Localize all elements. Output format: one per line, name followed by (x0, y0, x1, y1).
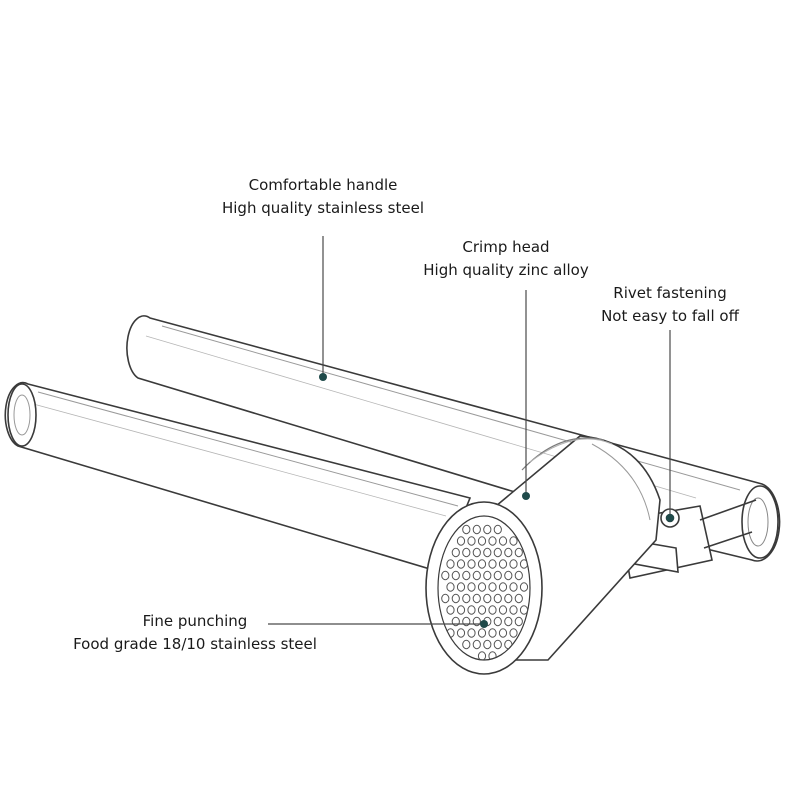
perforation-hole (504, 547, 513, 558)
perforation-hole (467, 559, 476, 569)
perforation-hole (488, 559, 497, 569)
perforation-hole (493, 570, 502, 581)
callout-dot-crimp (522, 492, 530, 500)
perforated-plate (441, 524, 529, 660)
perforation-hole (477, 605, 487, 615)
perforation-hole (483, 524, 492, 535)
perforation-hole (446, 582, 455, 592)
perforation-hole (519, 605, 529, 615)
perforation-hole (462, 547, 471, 558)
perforation-hole (462, 639, 471, 650)
perforation-hole (483, 639, 492, 650)
perforation-hole (446, 605, 455, 615)
perforation-hole (456, 582, 466, 592)
callout-dot-punching (480, 620, 488, 628)
perforation-hole (451, 616, 460, 627)
perforation-hole (451, 570, 460, 581)
perforation-hole (519, 582, 529, 592)
perforation-hole (514, 593, 523, 604)
callout-label-rivet: Rivet fastening Not easy to fall off (588, 282, 752, 328)
perforation-hole (498, 536, 508, 546)
perforation-hole (493, 616, 502, 627)
perforation-hole (477, 651, 487, 660)
leader-lines (268, 236, 671, 625)
perforation-hole (472, 570, 481, 581)
perforation-hole (493, 639, 502, 650)
perforation-hole (462, 616, 471, 627)
perforation-hole (493, 547, 502, 558)
perforation-hole (483, 547, 492, 558)
perforation-hole (504, 570, 513, 581)
perforation-hole (462, 570, 471, 581)
callout-dots (319, 373, 674, 628)
perforation-hole (514, 547, 523, 558)
perforation-hole (483, 593, 492, 604)
perforation-hole (509, 628, 518, 638)
perforation-hole (483, 570, 492, 581)
punching-title: Fine punching (142, 612, 248, 630)
perforation-hole (472, 616, 481, 627)
crimp-head (425, 435, 661, 675)
perforation-hole (488, 536, 497, 546)
perforation-hole (467, 605, 476, 615)
perforation-hole (509, 582, 518, 592)
perforation-hole (488, 628, 497, 638)
perforation-hole (456, 605, 466, 615)
perforation-hole (451, 593, 460, 604)
punching-detail: Food grade 18/10 stainless steel (73, 635, 317, 653)
rivet-detail: Not easy to fall off (601, 307, 739, 325)
handle-title: Comfortable handle (248, 176, 398, 194)
perforation-hole (493, 593, 502, 604)
perforation-hole (456, 628, 466, 638)
perforation-hole (467, 536, 476, 546)
perforation-hole (456, 536, 466, 546)
perforation-hole (472, 639, 481, 650)
perforation-hole (514, 616, 523, 627)
perforation-hole (509, 605, 518, 615)
perforation-hole (509, 559, 518, 569)
callout-label-crimp-head: Crimp head High quality zinc alloy (404, 236, 608, 282)
perforation-hole (514, 570, 523, 581)
perforation-hole (472, 593, 481, 604)
perforation-hole (504, 593, 513, 604)
perforation-hole (441, 570, 450, 581)
perforation-hole (498, 582, 508, 592)
perforation-hole (441, 593, 450, 604)
perforation-hole (477, 536, 487, 546)
handle-detail: High quality stainless steel (221, 199, 424, 217)
perforation-hole (467, 628, 476, 638)
perforation-hole (467, 582, 476, 592)
crimp-head-title: Crimp head (462, 238, 550, 256)
perforation-hole (472, 547, 481, 558)
perforation-hole (488, 651, 497, 660)
perforation-hole (488, 605, 497, 615)
perforation-hole (456, 559, 466, 569)
perforation-hole (446, 559, 455, 569)
perforation-hole (451, 547, 460, 558)
perforation-hole (498, 628, 508, 638)
perforation-hole (477, 559, 487, 569)
callout-label-punching: Fine punching Food grade 18/10 stainless… (58, 610, 332, 656)
perforation-hole (462, 593, 471, 604)
perforation-hole (509, 536, 518, 546)
perforation-hole (493, 524, 502, 535)
front-handle (4, 381, 472, 573)
perforation-hole (477, 582, 487, 592)
callout-dot-rivet (666, 514, 674, 522)
perforation-hole (504, 616, 513, 627)
callout-dot-handle (319, 373, 327, 381)
crimp-head-detail: High quality zinc alloy (423, 261, 589, 279)
perforation-hole (472, 524, 481, 535)
perforation-hole (498, 605, 508, 615)
callout-label-handle: Comfortable handle High quality stainles… (200, 174, 446, 220)
perforation-hole (477, 628, 487, 638)
perforation-hole (504, 639, 513, 650)
perforation-hole (462, 524, 471, 535)
perforation-hole (488, 582, 497, 592)
perforation-hole (498, 559, 508, 569)
rivet-title: Rivet fastening (613, 284, 727, 302)
